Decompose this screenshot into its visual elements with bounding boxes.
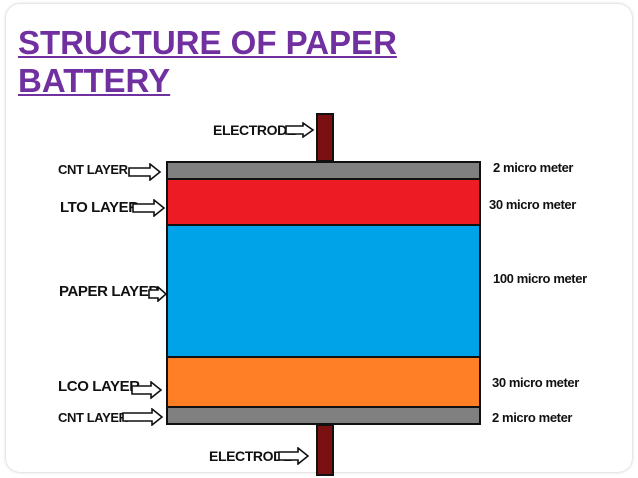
thickness-label-cnt-top: 2 micro meter xyxy=(493,160,574,175)
title-line-2: BATTERY xyxy=(18,62,171,99)
slide-title: STRUCTURE OF PAPER BATTERY xyxy=(18,24,438,100)
electrode-bottom-bar xyxy=(316,424,334,476)
layer-cnt-bottom xyxy=(166,406,481,425)
arrow-icon xyxy=(278,447,310,465)
layer-label-cnt-bottom: CNT LAYER xyxy=(58,410,128,425)
layer-lto xyxy=(166,178,481,226)
electrode-top-bar xyxy=(316,113,334,162)
thickness-label-lco: 30 micro meter xyxy=(492,375,579,390)
layer-label-lco: LCO LAYER xyxy=(58,378,140,395)
layer-label-paper: PAPER LAYER xyxy=(59,283,159,300)
thickness-label-lto: 30 micro meter xyxy=(489,197,576,212)
layer-label-lto: LTO LAYER xyxy=(60,199,139,216)
arrow-icon xyxy=(122,408,164,426)
arrow-icon xyxy=(148,286,168,302)
layer-paper xyxy=(166,224,481,358)
layer-label-cnt-top: CNT LAYER xyxy=(58,162,128,177)
thickness-label-cnt-bottom: 2 micro meter xyxy=(492,410,573,425)
arrow-icon xyxy=(285,122,315,138)
arrow-icon xyxy=(128,163,162,181)
arrow-icon xyxy=(131,381,163,399)
electrode-bottom-label: ELECTRODE xyxy=(209,448,292,464)
arrow-icon xyxy=(132,199,166,217)
layer-lco xyxy=(166,356,481,408)
electrode-top-label: ELECTRODE xyxy=(213,122,296,138)
thickness-label-paper: 100 micro meter xyxy=(493,271,587,286)
title-line-1: STRUCTURE OF PAPER xyxy=(18,24,397,61)
